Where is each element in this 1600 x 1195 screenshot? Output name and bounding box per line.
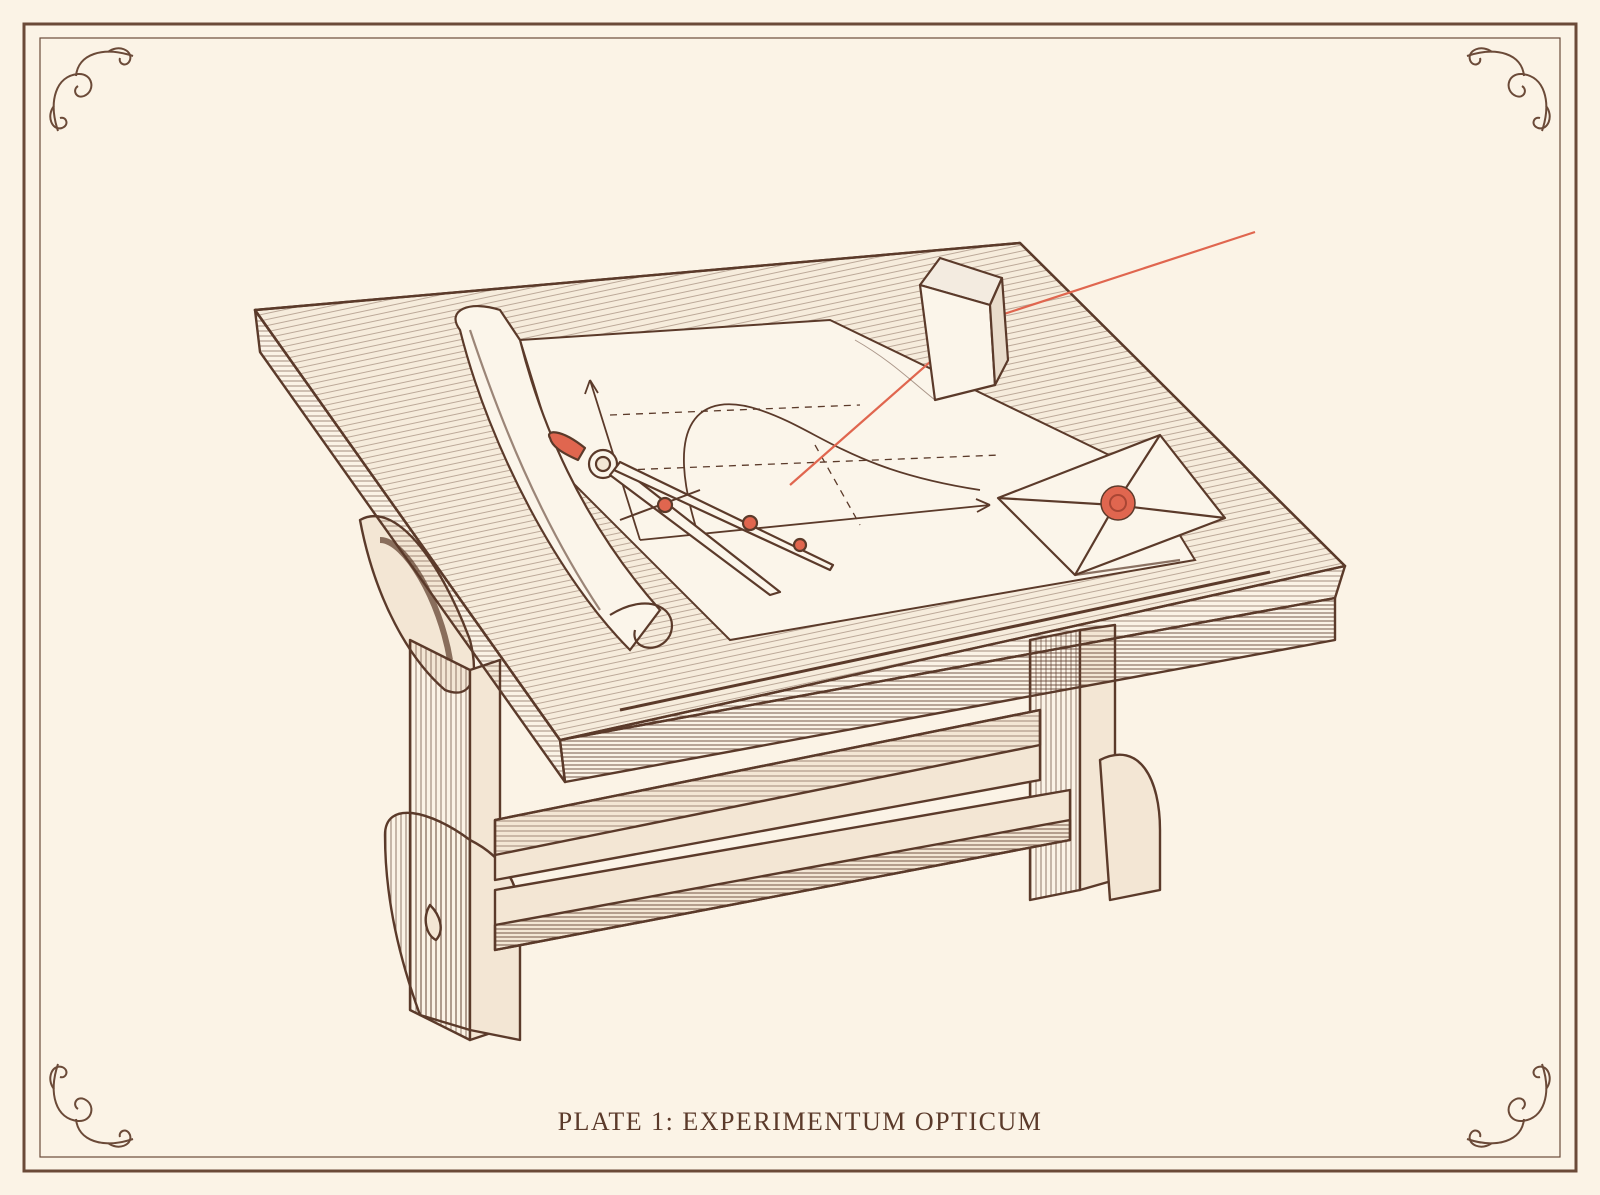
frame (22, 22, 1578, 1173)
scroll-icon (454, 305, 673, 652)
wax-seal-icon (1100, 485, 1136, 521)
plate-caption: PLATE 1: EXPERIMENTUM OPTICUM (557, 1107, 1043, 1136)
corner-flourish-icon (49, 47, 1551, 1148)
compass-divider-icon (547, 431, 835, 597)
prism-icon (854, 256, 1010, 402)
